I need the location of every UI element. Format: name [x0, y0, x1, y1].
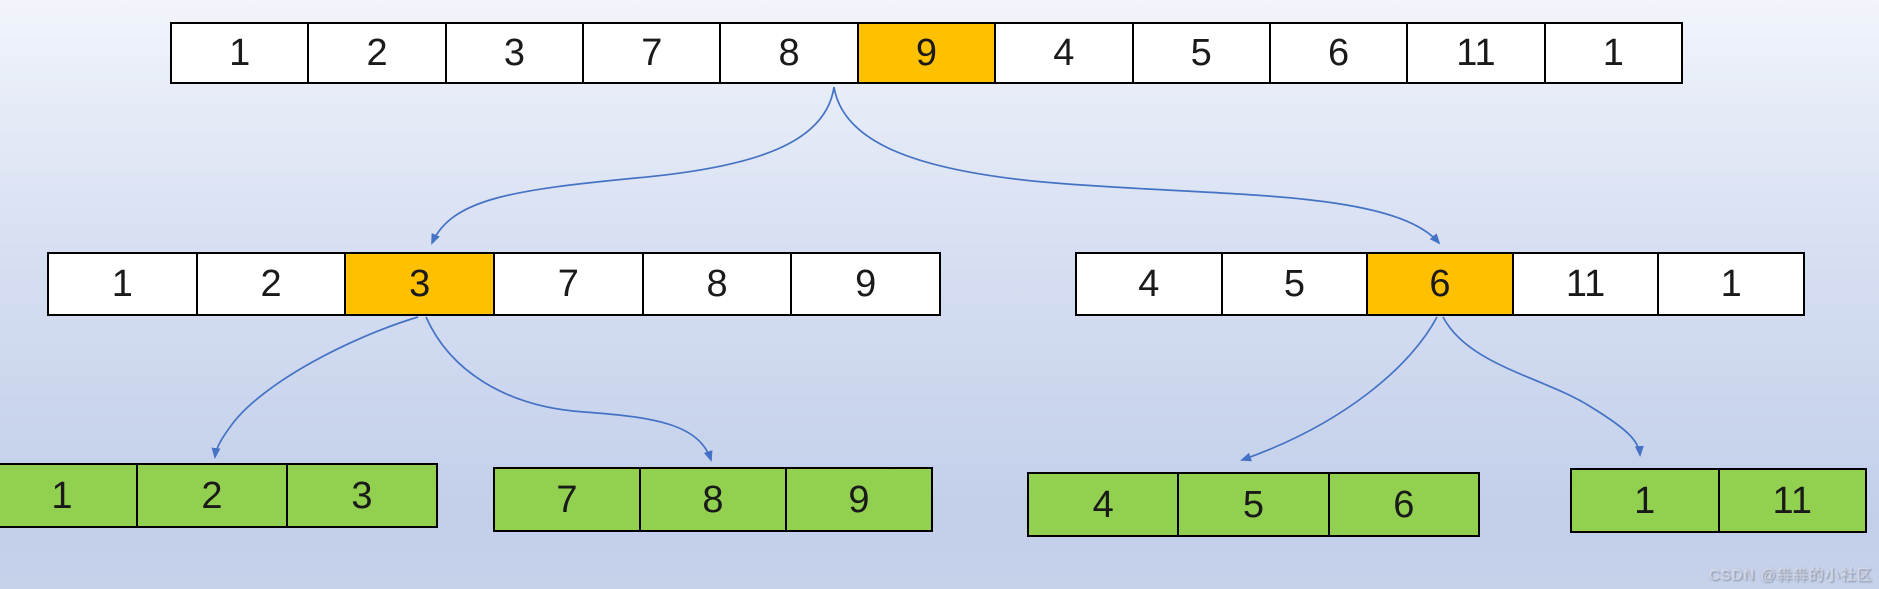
array-cell: 1: [1570, 468, 1720, 533]
array-cell: 1: [170, 22, 310, 84]
array-cell: 5: [1177, 472, 1330, 537]
array-cell: 4: [994, 22, 1134, 84]
array-cell: 2: [136, 463, 288, 528]
array-cell: 4: [1075, 252, 1223, 316]
array-cell: 1: [47, 252, 198, 316]
array-cell: 9: [790, 252, 942, 316]
array-cell: 7: [493, 467, 641, 532]
array-cell: 5: [1220, 252, 1369, 316]
array-cell: 2: [307, 22, 447, 84]
array-cell: 1: [0, 463, 138, 528]
array-cell: 2: [195, 252, 347, 316]
array-cell: 6: [1327, 472, 1480, 537]
array-cell: 1: [1543, 22, 1683, 84]
array-cell: 11: [1511, 252, 1660, 316]
arrow-left-to-leaf2: [425, 316, 713, 462]
array-cell-highlighted: 6: [1366, 252, 1514, 316]
array-cell: 4: [1027, 472, 1180, 537]
csdn-watermark: CSDN @犇犇的小社区: [1709, 567, 1873, 584]
array-cell-highlighted: 9: [856, 22, 997, 84]
arrow-right-to-leaf3: [1240, 316, 1438, 462]
arrow-right-to-leaf4: [1442, 316, 1644, 457]
array-cell: 8: [719, 22, 859, 84]
array-cell: 7: [493, 252, 644, 316]
arrow-root-to-left: [431, 86, 835, 245]
arrow-left-to-leaf1: [211, 316, 419, 459]
array-cell: 3: [286, 463, 438, 528]
array-cell: 8: [639, 467, 787, 532]
arrow-root-to-right: [833, 86, 1441, 245]
array-cell: 1: [1657, 252, 1805, 316]
array-cell: 6: [1268, 22, 1409, 84]
array-cell: 11: [1406, 22, 1546, 84]
array-cell: 9: [785, 467, 933, 532]
array-cell-highlighted: 3: [344, 252, 496, 316]
array-cell: 8: [641, 252, 793, 316]
array-cell: 7: [582, 22, 722, 84]
array-cell: 11: [1717, 468, 1867, 533]
array-cell: 5: [1131, 22, 1271, 84]
array-cell: 3: [444, 22, 585, 84]
